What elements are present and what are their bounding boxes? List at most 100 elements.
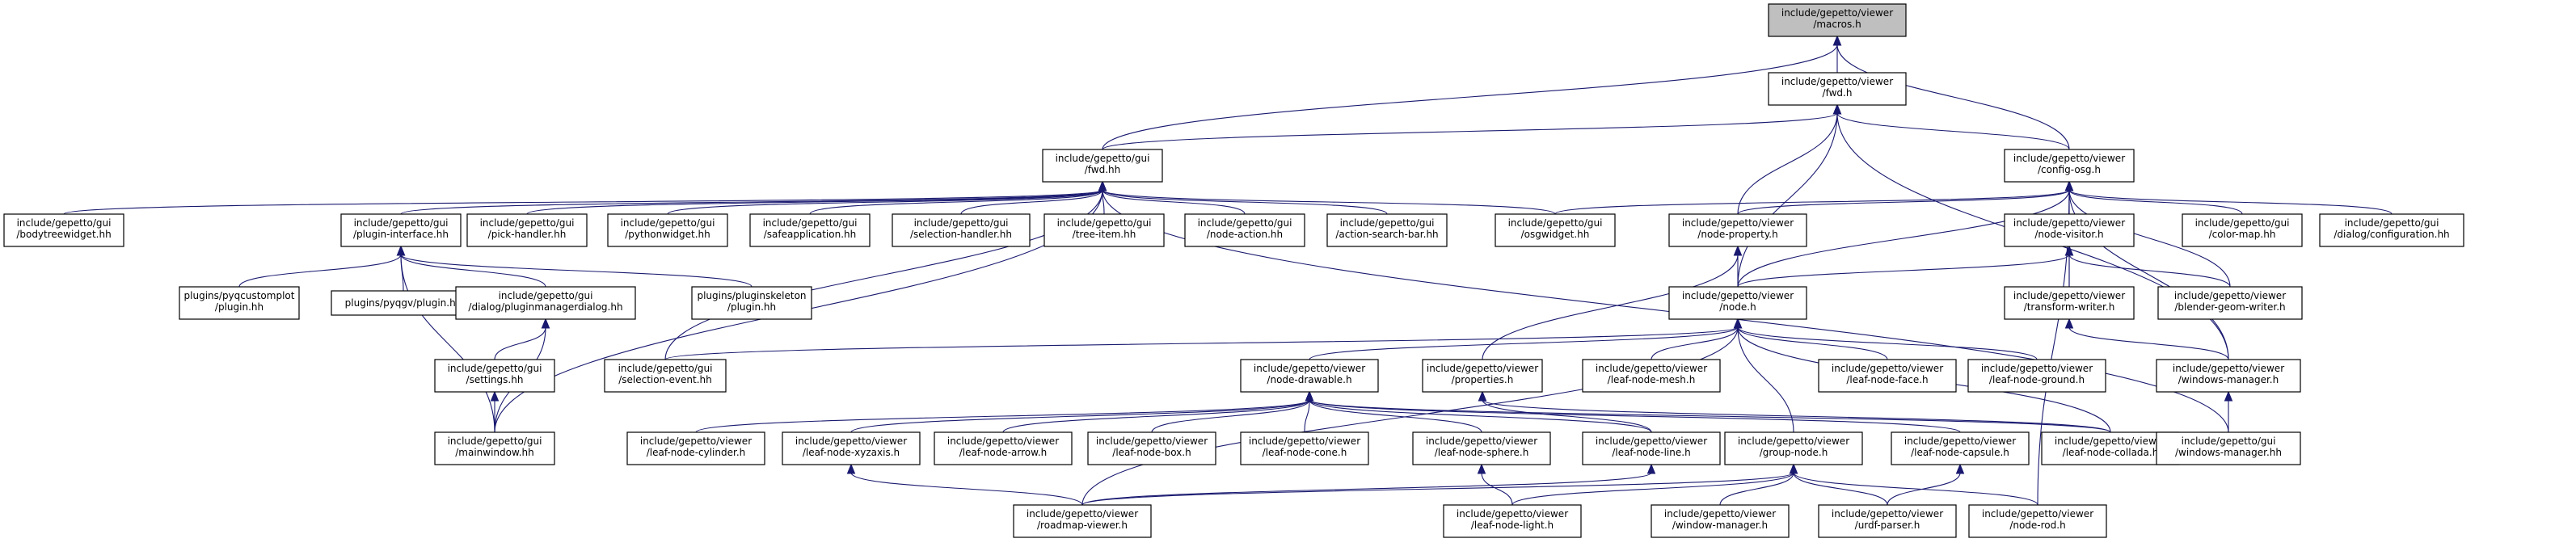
edge-props-to-nprop [1482, 245, 1743, 360]
node-ndraw[interactable]: include/gepetto/viewer/node-drawable.h [1240, 359, 1379, 393]
node-label-line: include/gepetto/viewer [1249, 435, 1360, 447]
edge-line [1081, 472, 1794, 506]
node-larrow[interactable]: include/gepetto/viewer/leaf-node-arrow.h [934, 431, 1073, 465]
edge-lcoll-to-ndraw [1305, 390, 2111, 433]
node-cosg[interactable]: include/gepetto/viewer/config-osg.h [2004, 149, 2135, 183]
node-box [1184, 213, 1305, 247]
node-label-line: include/gepetto/viewer [1981, 363, 2093, 374]
node-label-line: /windows-manager.hh [2175, 447, 2282, 458]
edge-arrowhead [1955, 463, 1965, 474]
edge-line [1309, 399, 2111, 433]
edge-winm-to-group [1719, 463, 1798, 506]
edge-line [1737, 326, 2038, 360]
node-nvis[interactable]: include/gepetto/viewer/node-visitor.h [2004, 213, 2135, 247]
node-label-line: include/gepetto/viewer [1664, 508, 1776, 520]
node-box [1412, 431, 1551, 465]
node-label-line: include/gepetto/viewer [1682, 290, 1794, 301]
edge-line [1081, 472, 1652, 506]
node-pyqgv[interactable]: plugins/pyqgv/plugin.hh [331, 290, 476, 316]
node-lcone[interactable]: include/gepetto/viewer/leaf-node-cone.h [1240, 431, 1369, 465]
node-gfwd[interactable]: include/gepetto/gui/fwd.hh [1042, 149, 1163, 183]
node-lsph[interactable]: include/gepetto/viewer/leaf-node-sphere.… [1412, 431, 1551, 465]
node-box [2157, 286, 2303, 320]
node-box [1724, 431, 1863, 465]
node-node[interactable]: include/gepetto/viewer/node.h [1668, 286, 1807, 320]
edge-line [1481, 472, 1513, 506]
edge-gfwd-to-macros [1102, 35, 1842, 150]
node-box [1967, 359, 2106, 393]
edge-arrowhead [490, 390, 500, 402]
node-pyw[interactable]: include/gepetto/gui/pythonwidget.hh [607, 213, 728, 247]
node-box [2319, 213, 2464, 247]
node-vfwd[interactable]: include/gepetto/viewer/fwd.h [1768, 72, 1907, 106]
node-label-line: /pick-handler.hh [488, 229, 567, 240]
edge-line [1836, 112, 2070, 150]
node-nprop[interactable]: include/gepetto/viewer/node-property.h [1668, 213, 1807, 247]
node-lground[interactable]: include/gepetto/viewer/leaf-node-ground.… [1967, 359, 2106, 393]
node-tw[interactable]: include/gepetto/viewer/transform-writer.… [2004, 286, 2135, 320]
node-selh[interactable]: include/gepetto/gui/selection-handler.hh [892, 213, 1031, 247]
node-label-line: plugins/pluginskeleton [697, 290, 806, 301]
node-macros[interactable]: include/gepetto/viewer/macros.h [1768, 3, 1907, 37]
node-dconf[interactable]: include/gepetto/gui/dialog/configuration… [2319, 213, 2464, 247]
node-nact[interactable]: include/gepetto/gui/node-action.hh [1184, 213, 1305, 247]
edge-llight-to-group [1511, 463, 1798, 506]
node-mainw[interactable]: include/gepetto/gui/mainwindow.hh [434, 431, 555, 465]
node-sele[interactable]: include/gepetto/gui/selection-event.hh [604, 359, 727, 393]
node-winm[interactable]: include/gepetto/viewer/window-manager.h [1651, 504, 1790, 538]
node-label-line: include/gepetto/viewer [1027, 508, 1138, 520]
node-label-line: /leaf-node-cylinder.h [647, 447, 746, 458]
node-tree[interactable]: include/gepetto/gui/tree-item.hh [1043, 213, 1165, 247]
edge-arrowhead [1789, 463, 1798, 474]
node-box [1582, 431, 1721, 465]
node-box [434, 359, 555, 393]
node-label-line: include/gepetto/gui [2345, 217, 2439, 229]
node-pick[interactable]: include/gepetto/gui/pick-handler.hh [466, 213, 588, 247]
node-label-line: /leaf-node-light.h [1471, 520, 1554, 531]
node-llight[interactable]: include/gepetto/viewer/leaf-node-light.h [1443, 504, 1582, 538]
node-safe[interactable]: include/gepetto/gui/safeapplication.hh [749, 213, 871, 247]
edge-road-to-lline [1081, 463, 1656, 506]
node-cmap[interactable]: include/gepetto/gui/color-map.hh [2182, 213, 2303, 247]
edge-arrowhead [1832, 35, 1842, 46]
node-lface[interactable]: include/gepetto/viewer/leaf-node-face.h [1818, 359, 1957, 393]
node-btw[interactable]: include/gepetto/gui/bodytreewidget.hh [3, 213, 124, 247]
node-box [1087, 431, 1216, 465]
node-box [1891, 431, 2030, 465]
node-label-line: include/gepetto/gui [480, 217, 575, 229]
node-road[interactable]: include/gepetto/viewer/roadmap-viewer.h [1013, 504, 1152, 538]
edge-line [1793, 472, 2038, 506]
edge-mainw-to-pint [396, 245, 495, 433]
node-lline[interactable]: include/gepetto/viewer/leaf-node-line.h [1582, 431, 1721, 465]
edge-arrowhead [1477, 463, 1486, 474]
node-label-line: include/gepetto/viewer [2055, 435, 2166, 447]
node-label-line: /leaf-node-capsule.h [1911, 447, 2009, 458]
node-pyqcp[interactable]: plugins/pyqcustomplot/plugin.hh [179, 286, 300, 320]
edge-sett-to-pmd [494, 318, 550, 360]
node-urdf[interactable]: include/gepetto/viewer/urdf-parser.h [1818, 504, 1957, 538]
edge-line [1309, 326, 1739, 360]
node-wmh[interactable]: include/gepetto/viewer/windows-manager.h [2156, 359, 2301, 393]
node-lcaps[interactable]: include/gepetto/viewer/leaf-node-capsule… [1891, 431, 2030, 465]
edge-line [1554, 189, 2070, 215]
edge-line [400, 254, 546, 288]
node-props[interactable]: include/gepetto/viewer/properties.h [1422, 359, 1543, 393]
node-pint[interactable]: include/gepetto/gui/plugin-interface.hh [340, 213, 462, 247]
edge-arrowhead [1733, 245, 1743, 256]
node-wmgui[interactable]: include/gepetto/gui/windows-manager.hh [2156, 431, 2301, 465]
node-asb[interactable]: include/gepetto/gui/action-search-bar.hh [1326, 213, 1448, 247]
node-pmd[interactable]: include/gepetto/gui/dialog/pluginmanager… [455, 286, 636, 320]
node-osgw[interactable]: include/gepetto/gui/osgwidget.hh [1495, 213, 1616, 247]
node-group[interactable]: include/gepetto/viewer/group-node.h [1724, 431, 1863, 465]
edge-arrowhead [1478, 390, 1487, 402]
edge-arrowhead [2064, 180, 2074, 191]
node-nrod[interactable]: include/gepetto/viewer/node-rod.h [1968, 504, 2107, 538]
node-lxyz[interactable]: include/gepetto/viewer/leaf-node-xyzaxis… [782, 431, 921, 465]
node-pskel[interactable]: plugins/pluginskeleton/plugin.hh [691, 286, 812, 320]
node-label-line: /plugin-interface.hh [353, 229, 449, 240]
node-lmesh[interactable]: include/gepetto/viewer/leaf-node-mesh.h [1582, 359, 1721, 393]
node-lcyl[interactable]: include/gepetto/viewer/leaf-node-cylinde… [626, 431, 765, 465]
node-sett[interactable]: include/gepetto/gui/settings.hh [434, 359, 555, 393]
node-lbox[interactable]: include/gepetto/viewer/leaf-node-box.h [1087, 431, 1216, 465]
node-bgw[interactable]: include/gepetto/viewer/blender-geom-writ… [2157, 286, 2303, 320]
